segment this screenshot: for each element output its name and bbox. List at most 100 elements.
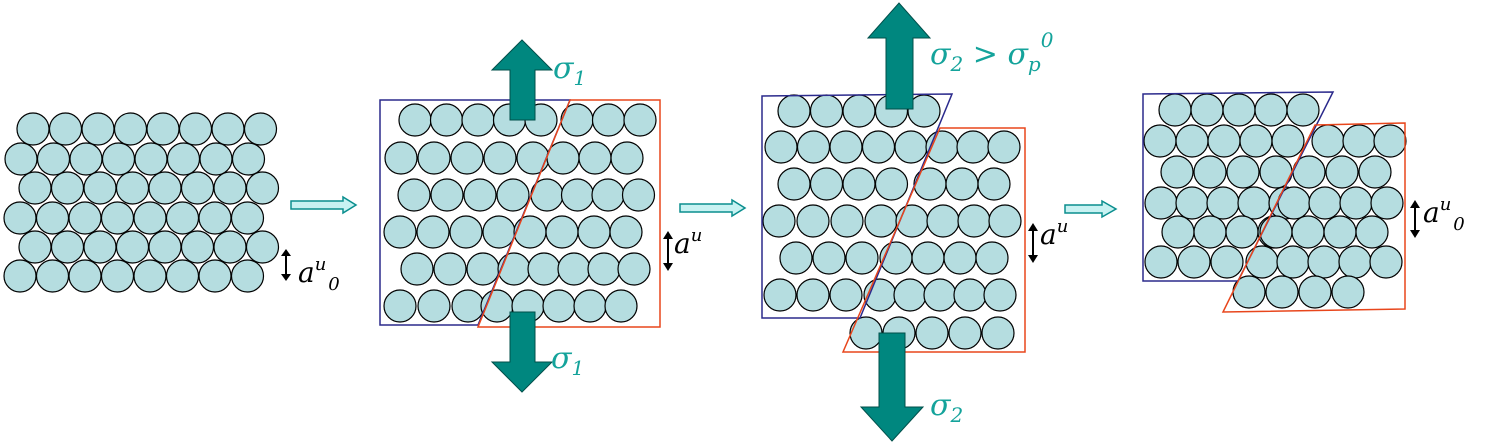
process-arrow-icon bbox=[290, 195, 358, 215]
lattice-spacing-final-label: au0 bbox=[1423, 194, 1465, 235]
atom bbox=[50, 171, 85, 205]
right-grain-outline bbox=[476, 99, 661, 328]
atom bbox=[68, 259, 102, 293]
atom bbox=[777, 167, 811, 201]
atom bbox=[956, 130, 990, 164]
atom bbox=[400, 252, 434, 286]
atom bbox=[4, 142, 38, 176]
spacing-arrow-icon bbox=[1028, 223, 1038, 263]
atom bbox=[610, 141, 644, 175]
atom bbox=[211, 112, 245, 146]
atom bbox=[977, 167, 1011, 201]
atom bbox=[874, 167, 909, 201]
sigma2-greater-than-sigmap0-label: σ2 > σp0 bbox=[930, 28, 1054, 76]
atom bbox=[516, 141, 550, 175]
right-grain-outline bbox=[1221, 122, 1406, 313]
atom bbox=[497, 252, 531, 286]
atom bbox=[230, 259, 265, 293]
atom bbox=[1207, 124, 1241, 158]
atom bbox=[100, 259, 135, 293]
atom bbox=[604, 289, 638, 323]
stage2-atoms bbox=[383, 103, 657, 323]
atom bbox=[1175, 186, 1209, 220]
atom bbox=[1323, 215, 1357, 249]
atom bbox=[36, 142, 71, 176]
atom bbox=[198, 201, 232, 235]
atom bbox=[1369, 245, 1403, 279]
atom bbox=[1254, 93, 1288, 127]
atom bbox=[893, 278, 927, 312]
atom bbox=[482, 215, 516, 249]
atom bbox=[578, 141, 612, 175]
atom bbox=[178, 112, 213, 146]
atom bbox=[69, 142, 103, 176]
atom bbox=[146, 112, 180, 146]
atom bbox=[148, 171, 182, 205]
force-arrow-up-sigma1-icon bbox=[490, 39, 554, 121]
atom bbox=[1177, 245, 1211, 279]
atom bbox=[945, 167, 979, 201]
atom bbox=[809, 167, 844, 201]
atom bbox=[463, 178, 497, 212]
atom bbox=[1339, 186, 1373, 220]
atom bbox=[1143, 124, 1177, 158]
atom bbox=[1286, 93, 1320, 127]
atom bbox=[894, 130, 928, 164]
atom bbox=[943, 241, 977, 275]
atom bbox=[621, 178, 656, 212]
atom bbox=[429, 103, 464, 137]
atom bbox=[1271, 124, 1305, 158]
atom bbox=[1311, 124, 1345, 158]
atom bbox=[987, 130, 1021, 164]
atom bbox=[1373, 124, 1407, 158]
atom bbox=[213, 171, 247, 205]
atom bbox=[165, 259, 200, 293]
atom bbox=[1245, 245, 1279, 279]
atom bbox=[1239, 124, 1273, 158]
stage-after-slip bbox=[1142, 91, 1407, 313]
atom bbox=[988, 204, 1022, 238]
atom bbox=[397, 178, 431, 212]
atom bbox=[1226, 155, 1260, 189]
atom bbox=[609, 215, 643, 249]
atom bbox=[383, 215, 417, 249]
atom bbox=[829, 130, 863, 164]
atom bbox=[830, 204, 864, 238]
atom bbox=[243, 112, 278, 146]
atom bbox=[1222, 93, 1256, 127]
atom bbox=[133, 201, 167, 235]
atom bbox=[3, 201, 37, 235]
atom bbox=[1210, 245, 1244, 279]
atom bbox=[1331, 275, 1365, 309]
atom bbox=[983, 278, 1017, 312]
atom bbox=[812, 241, 846, 275]
force-arrow-up-sigma2-icon bbox=[866, 2, 932, 110]
atom bbox=[913, 167, 947, 201]
force-arrow-down-sigma2-icon bbox=[859, 332, 925, 442]
atom bbox=[466, 252, 500, 286]
atom bbox=[762, 204, 796, 238]
atom bbox=[245, 171, 280, 205]
atom bbox=[18, 230, 52, 264]
atom bbox=[1225, 215, 1259, 249]
atom bbox=[1370, 186, 1404, 220]
atom bbox=[763, 278, 797, 312]
atom bbox=[417, 289, 451, 323]
process-arrow-icon bbox=[1064, 199, 1118, 219]
spacing-arrow-icon bbox=[281, 249, 291, 281]
atom bbox=[545, 215, 579, 249]
atom bbox=[809, 94, 844, 128]
atom bbox=[911, 241, 945, 275]
atom bbox=[1298, 275, 1332, 309]
atom bbox=[383, 289, 417, 323]
atom bbox=[975, 241, 1009, 275]
atom bbox=[864, 204, 898, 238]
atom bbox=[1161, 215, 1195, 249]
atom bbox=[166, 142, 201, 176]
atom bbox=[35, 259, 70, 293]
stage-stress-sigma2 bbox=[761, 93, 1026, 353]
atom bbox=[50, 230, 85, 264]
atom bbox=[81, 112, 115, 146]
atom bbox=[1193, 215, 1227, 249]
atom bbox=[496, 178, 530, 212]
